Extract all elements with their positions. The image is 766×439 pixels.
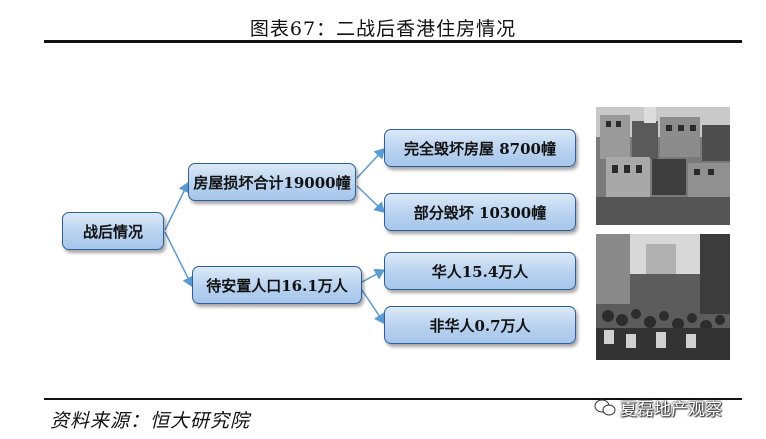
wechat-icon <box>594 399 616 415</box>
node-non-chinese: 非华人0.7万人 <box>384 306 576 344</box>
street-crowd-photo <box>596 234 730 360</box>
node-postwar: 战后情况 <box>62 212 164 250</box>
node-partial: 部分毁坏 10300幢 <box>384 193 576 231</box>
node-destroyed: 完全毁坏房屋 8700幢 <box>384 129 576 167</box>
node-to-settle: 待安置人口16.1万人 <box>192 266 362 304</box>
hillside-buildings-photo <box>596 107 730 225</box>
watermark-text: 夏磊地产观察 <box>620 400 722 420</box>
connector-settle-nonchinese <box>361 289 385 325</box>
top-rule <box>44 40 742 43</box>
connector-settle-chinese <box>361 269 386 283</box>
watermark: 夏磊地产观察 <box>594 395 722 420</box>
connector-damaged-partial <box>356 185 386 214</box>
connector-root-damaged <box>164 181 190 231</box>
node-chinese: 华人15.4万人 <box>384 252 576 290</box>
bottom-rule <box>44 398 742 400</box>
connector-damaged-destroyed <box>356 147 386 179</box>
node-damaged-total: 房屋损坏合计19000幢 <box>188 163 356 201</box>
connector-root-settle <box>164 231 194 288</box>
source-note: 资料来源：恒大研究院 <box>50 410 251 432</box>
figure-title: 图表67：二战后香港住房情况 <box>249 18 517 40</box>
